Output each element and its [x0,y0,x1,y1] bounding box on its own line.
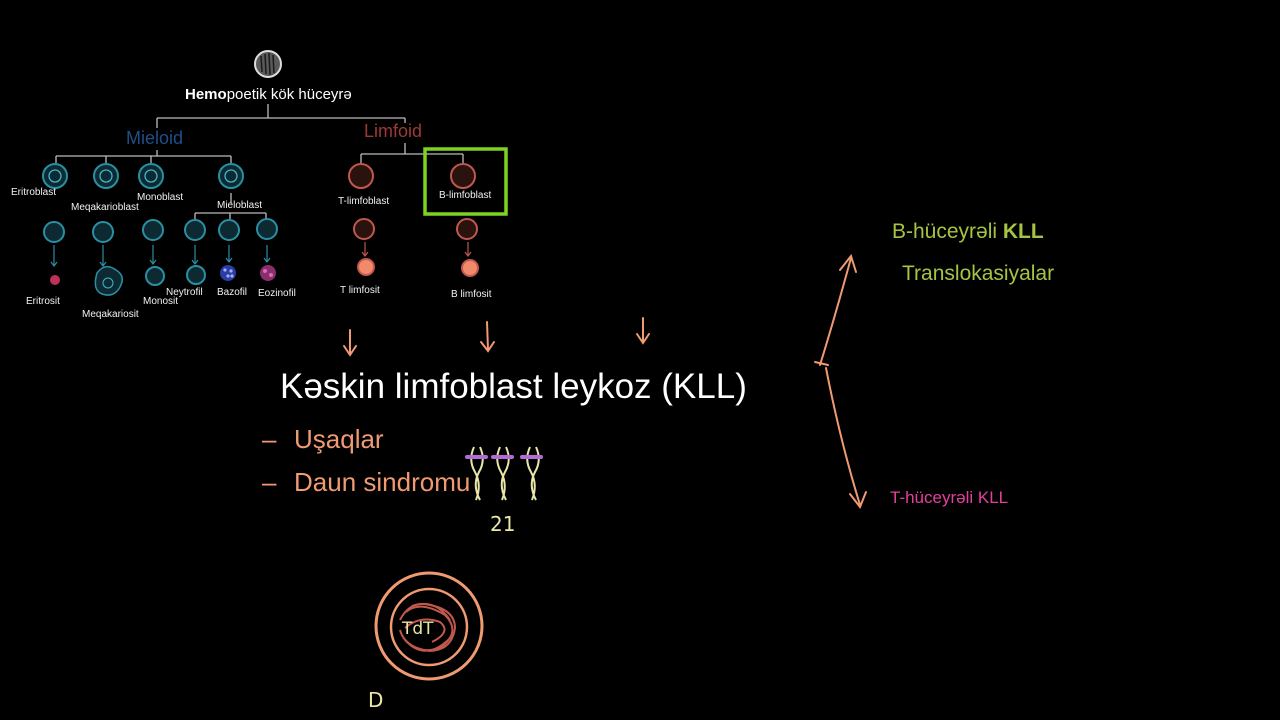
myeloid-blast-cells [42,163,244,189]
eritrosit-cell-icon [50,275,60,285]
eozinofil-cell-icon [260,265,276,281]
tree-arrows [50,245,271,267]
lymphoid-intermediate-cells [353,218,478,240]
bazofil-cell-icon [220,265,236,281]
b-limfoblast-label: B-limfoblast [439,190,492,201]
monosit-cell-icon [145,266,165,286]
hierarchy-lines [55,104,464,219]
meqakariosit-cell-icon [94,265,123,296]
main-title: Kəskin limfoblast leykoz (KLL) [280,367,747,406]
lymphoid-blast-cells [348,163,476,189]
chromosome-number-label: 21 [490,512,516,536]
eritroblast-label: Eritroblast [11,187,57,198]
limfoid-label: Limfoid [364,121,423,141]
myeloid-intermediate-cells [43,218,278,243]
mieloblast-label: Mieloblast [217,200,263,211]
mieloid-label: Mieloid [126,128,184,148]
monosit-label: Monosit [143,296,179,307]
meqakarioblast-label: Meqakarioblast [71,202,139,213]
b-limfosit-label: B limfosit [451,289,492,300]
eritrosit-label: Eritrosit [26,296,60,307]
d-mark: D [368,688,384,712]
t-limfosit-cell-icon [357,258,375,276]
t-limfoblast-label: T-limfoblast [338,196,390,207]
eozinofil-label: Eozinofil [258,288,296,299]
lymph-tree-arrows [361,242,472,257]
meqakariosit-label: Meqakariosit [82,309,139,320]
stem-cell-label: Hemopoetik kök hüceyrə [185,86,352,103]
tdt-label: TdT [402,619,434,639]
b-limfosit-cell-icon [461,259,479,277]
bullet-down-syndrome: –Daun sindromu [262,467,471,497]
chromosome-21-trisomy-icon [465,446,543,501]
stem-cell-icon [254,50,282,78]
t-limfosit-label: T limfosit [340,285,380,296]
branch-arrows [814,253,867,510]
bullet-children: –Uşaqlar [262,424,384,454]
neytrofil-label: Neytrofil [166,287,203,298]
bazofil-label: Bazofil [217,287,248,298]
b-limfoblast-highlight-box [423,147,508,216]
b-cell-kll-label: B-hüceyrəli KLL [892,220,1044,243]
tdt-cell-icon [374,571,484,681]
translocations-label: Translokasiyalar [902,262,1055,285]
monoblast-label: Monoblast [137,192,184,203]
neytrofil-cell-icon [186,265,206,285]
t-cell-kll-label: T-hüceyrəli KLL [890,488,1009,507]
down-arrows [343,317,650,357]
